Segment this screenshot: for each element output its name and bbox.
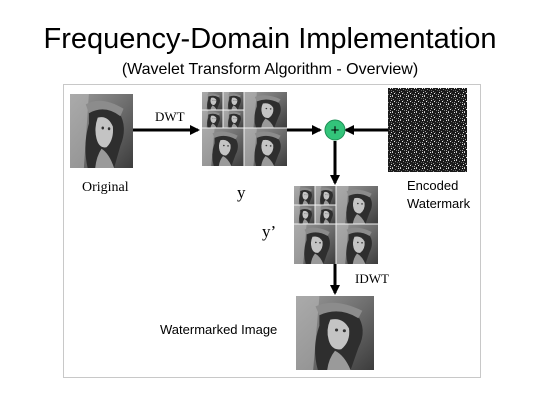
diagram-frame [63,84,481,378]
watermarked-dwt-image [294,186,378,264]
dwt-label: DWT [155,109,185,124]
watermarked-output-image [296,296,374,370]
adder-plus-sign: + [331,122,340,139]
dwt-output-image [202,92,287,166]
watermarked-image-label: Watermarked Image [160,322,278,337]
original-image [70,94,133,168]
slide-subtitle: (Wavelet Transform Algorithm - Overview) [121,61,419,78]
original-label: Original [82,180,129,195]
idwt-label: IDWT [355,271,389,286]
adder-node: + [324,119,346,141]
y-label: y [237,183,246,202]
encoded-watermark-label-line1: Encoded [407,178,459,193]
y-prime-label: y’ [262,222,277,241]
encoded-watermark-label-line2: Watermark [407,196,471,211]
slide-title: Frequency-Domain Implementation [43,23,497,55]
encoded-watermark-image [388,88,467,172]
